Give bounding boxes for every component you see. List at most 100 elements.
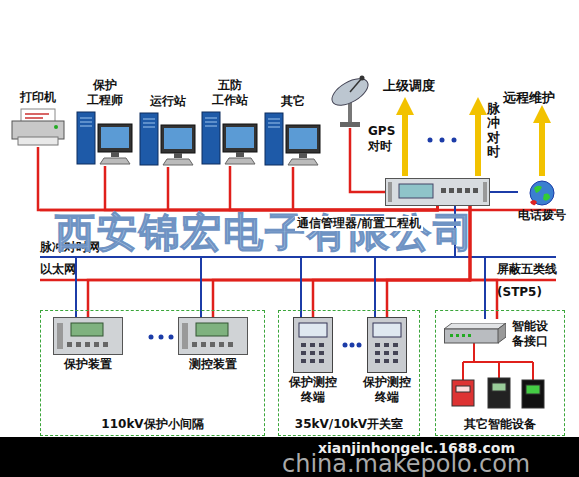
printer-drawing: [12, 109, 64, 145]
panel-drawing: [179, 318, 248, 355]
device-label: 智能设 备接口: [510, 319, 550, 349]
panel-drawing: [201, 342, 206, 347]
device-label: 五防 工作站: [210, 78, 250, 108]
printer-icon-icon: [9, 107, 67, 147]
smart-device: [452, 378, 544, 408]
pc-drawing: [223, 124, 257, 152]
upstream-label: 上级调度: [383, 78, 435, 94]
ellipsis-dots: [428, 138, 433, 143]
manager-drawing: [483, 182, 487, 202]
device-interface: 智能设 备接口: [444, 319, 550, 349]
pc-drawing: [299, 153, 307, 158]
workstation-icon: [139, 111, 197, 167]
workstation: 五防 工作站: [201, 78, 259, 166]
panel-drawing: [179, 318, 248, 355]
comm-manager-icon: [385, 178, 490, 206]
globe-drawing: [534, 186, 550, 201]
remote-label: 远程维护: [503, 90, 555, 106]
workstation-icon: [201, 110, 259, 166]
pulse-sync-label: 脉冲对时: [487, 102, 500, 159]
iface-drawing: [444, 323, 506, 329]
pc-drawing: [174, 153, 182, 158]
pc-drawing: [286, 125, 320, 153]
pc-drawing: [202, 112, 220, 164]
device-label: 通信管理器/前置工程机: [295, 216, 423, 231]
terminal-drawing: [310, 343, 315, 347]
panel-drawing: [67, 342, 72, 347]
upstream-arrow: [405, 106, 542, 176]
pc-drawing: [268, 119, 280, 127]
manager-drawing: [388, 182, 392, 202]
panel-drawing: [210, 342, 215, 347]
phone-globe-icon: [528, 180, 556, 206]
terminal-drawing: [373, 323, 401, 337]
pc-drawing: [164, 128, 192, 149]
ellipsis-dots: [350, 343, 355, 348]
network-link: [490, 191, 518, 193]
pc-drawing: [202, 112, 257, 164]
device-interface-icon: [444, 323, 506, 345]
cable-label: 屏蔽五类线 (STP5): [497, 258, 573, 304]
terminal-drawing: [368, 318, 407, 373]
terminal-drawing: [319, 343, 324, 347]
protection-device-icon: [53, 317, 123, 355]
panel-drawing: [94, 342, 99, 347]
upstream-arrow: [402, 106, 408, 176]
device-label: 保护测控 终端: [361, 375, 413, 405]
terminal-unit-icon: [293, 317, 333, 373]
printer-drawing: [25, 114, 49, 118]
device-label: 打印机: [20, 90, 56, 105]
smart-device: [488, 378, 510, 408]
gps-drawing: [340, 122, 360, 127]
smart-device: [526, 385, 540, 394]
pc-drawing: [205, 118, 217, 126]
terminal-drawing: [393, 359, 398, 363]
pc-drawing: [140, 113, 158, 165]
gps-dish-icon: [328, 72, 372, 128]
pc-drawing: [111, 152, 119, 157]
manager-drawing: [441, 188, 446, 193]
iface-drawing: [498, 323, 506, 343]
protection-device: 保护装置: [53, 317, 123, 372]
panel-drawing: [219, 342, 224, 347]
pc-drawing: [77, 112, 132, 164]
control-device: 测控装置: [178, 317, 248, 372]
printer-drawing: [18, 137, 58, 145]
workstation: 其它: [264, 94, 322, 167]
terminal-drawing: [384, 343, 389, 347]
bay-group: 110kV保护小间隔 保护装置 测控装置: [40, 310, 265, 436]
bus-label: 以太网: [40, 262, 76, 276]
panel-drawing: [192, 342, 197, 347]
smart-device: [452, 380, 474, 406]
terminal-unit: 保护测控 终端: [361, 317, 413, 405]
terminal-unit: 保护测控 终端: [287, 317, 339, 405]
device-label: 其它: [281, 94, 305, 109]
panel-drawing: [57, 323, 63, 349]
upstream-arrow: [539, 114, 545, 176]
phone-globe: 电话拨号: [518, 180, 566, 223]
pc-drawing: [265, 113, 320, 165]
pc-drawing: [163, 159, 193, 165]
device-label: 测控装置: [189, 357, 237, 372]
smart-device: [522, 380, 544, 408]
pc-drawing: [77, 112, 95, 164]
panel-drawing: [196, 323, 228, 336]
device-label: 保护装置: [64, 357, 112, 372]
iface-drawing: [456, 334, 459, 337]
ellipsis-dots: [357, 343, 362, 348]
terminal-drawing: [319, 359, 324, 363]
pc-drawing: [101, 127, 129, 148]
terminal-drawing: [301, 359, 306, 363]
pulse-drop: [200, 257, 202, 317]
terminal-drawing: [375, 351, 380, 355]
pc-drawing: [140, 113, 195, 165]
panel-drawing: [182, 323, 188, 349]
pc-drawing: [143, 119, 155, 127]
gps-dish: GPS 对时: [328, 72, 372, 128]
panel-drawing: [54, 318, 123, 355]
device-label: 110kV保护小间隔: [41, 417, 264, 432]
workstation: 运行站: [139, 94, 197, 167]
iface-drawing: [462, 334, 465, 337]
gps-drawing: [350, 78, 362, 92]
manager-drawing: [457, 188, 462, 193]
